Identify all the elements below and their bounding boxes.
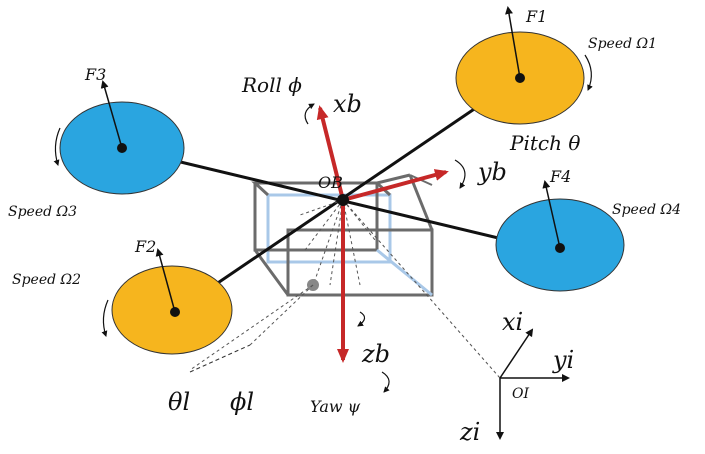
pitch-rotation-arrow	[454, 159, 466, 189]
body-frame-axes	[316, 105, 449, 363]
rotor-2	[101, 248, 233, 355]
label-xi: xi	[502, 308, 523, 336]
label-speed-2: Speed Ω2	[12, 272, 81, 288]
body-y-axis	[342, 169, 449, 202]
label-yi: yi	[552, 346, 574, 374]
rotor-4	[495, 180, 625, 292]
label-speed-3: Speed Ω3	[8, 204, 77, 220]
label-F2: F2	[134, 237, 156, 256]
body-x-axis	[316, 105, 345, 201]
body-origin-dot	[337, 194, 349, 206]
label-xb: xb	[333, 90, 362, 118]
label-OI: OI	[512, 386, 529, 402]
rotor-1	[455, 6, 593, 125]
payload-box	[251, 173, 434, 297]
cable-rays	[189, 199, 501, 379]
label-pitch: Pitch θ	[509, 131, 580, 155]
label-phi-l: ϕl	[230, 388, 254, 416]
arm-3-4	[121, 146, 541, 250]
load-angle-lines	[189, 344, 251, 373]
label-F3: F3	[84, 65, 106, 84]
roll-rotation-arrow	[304, 103, 315, 125]
label-roll: Roll ϕ	[241, 73, 302, 97]
label-OB: OB	[318, 173, 343, 192]
quadrotor-arms	[121, 76, 541, 314]
label-speed-4: Speed Ω4	[612, 202, 681, 218]
inertial-x-axis	[499, 328, 534, 379]
label-yb: yb	[477, 158, 507, 186]
rotor-3	[53, 80, 185, 195]
zb-rotation-arrow	[381, 371, 390, 393]
inertial-frame-axes	[496, 328, 570, 440]
label-theta-l: θl	[168, 388, 190, 416]
label-F4: F4	[549, 167, 571, 186]
label-F1: F1	[525, 7, 547, 26]
label-zi: zi	[459, 418, 480, 446]
yaw-rotation-arrow	[357, 311, 366, 327]
label-zb: zb	[361, 340, 390, 368]
label-yaw: Yaw ψ	[310, 397, 361, 416]
arm-2-1	[174, 76, 521, 314]
label-speed-1: Speed Ω1	[588, 36, 657, 52]
